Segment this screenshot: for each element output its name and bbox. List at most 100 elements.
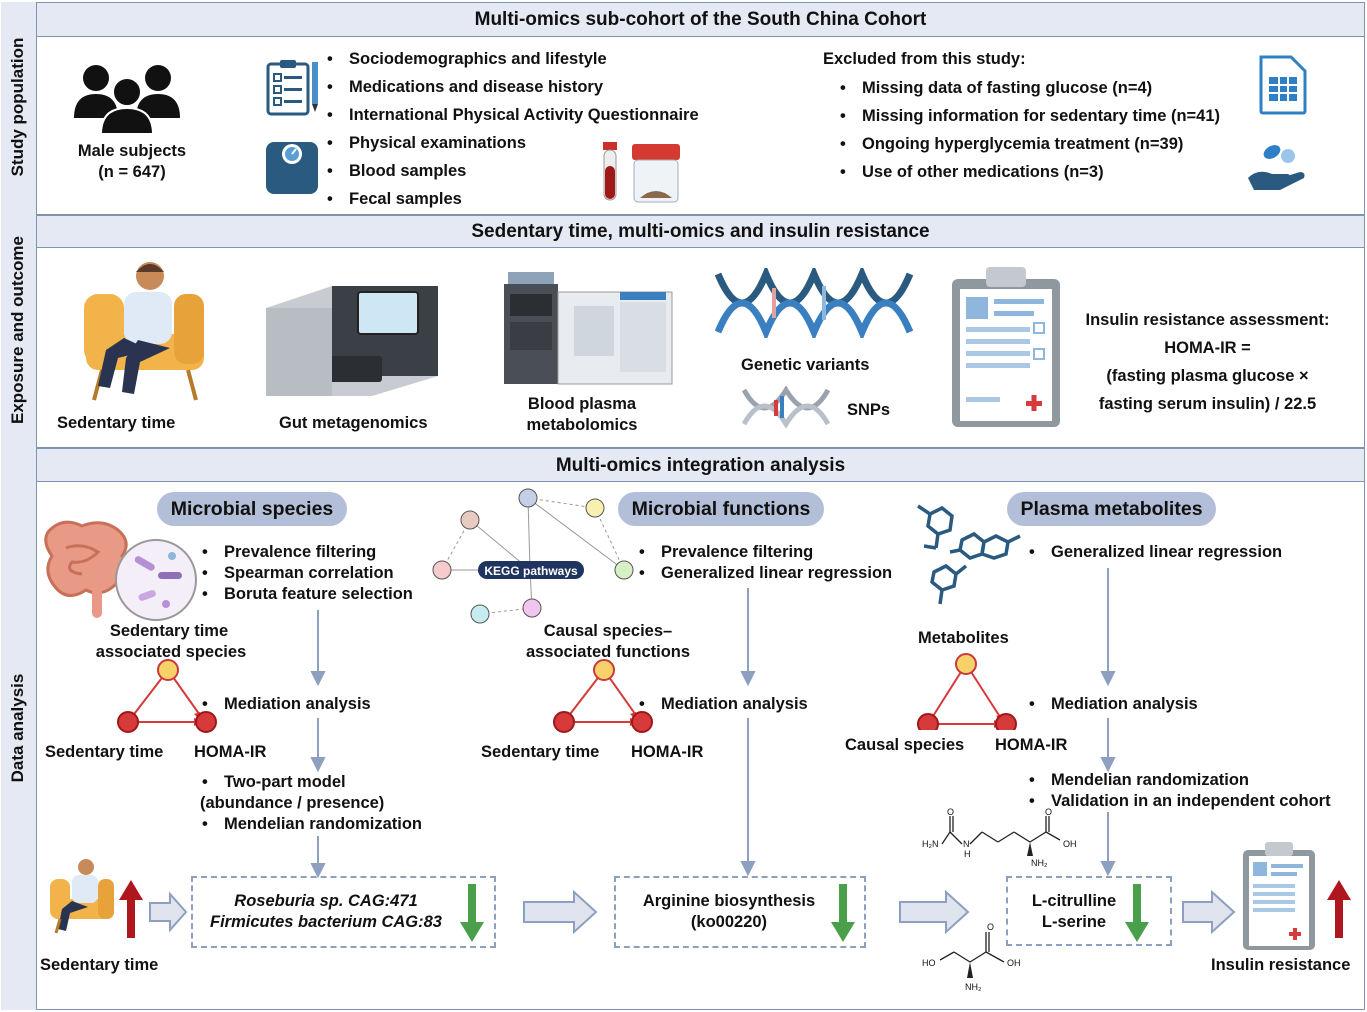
data-item-3: International Physical Activity Question… [325, 106, 699, 125]
data-item-6: Fecal samples [325, 190, 462, 209]
pathway-result-1: Arginine biosynthesis [642, 892, 816, 910]
decrease-arrow-pathway [831, 884, 855, 942]
clipboard-checklist-icon [266, 60, 318, 116]
species-tri-left: Sedentary time [45, 743, 164, 761]
serine-ho: HO [922, 958, 936, 968]
kegg-pathways-label: KEGG pathways [484, 564, 578, 578]
citrulline-nh2: NH₂ [1031, 858, 1048, 868]
ir-assessment-line-1: Insulin resistance assessment: [1085, 311, 1330, 329]
increase-arrow-sedentary [119, 880, 143, 938]
medical-report-clipboard-icon [952, 267, 1060, 427]
metabolites-step-1: Generalized linear regression [1027, 543, 1282, 562]
decrease-arrow-metabolite [1125, 884, 1149, 942]
pathway-result-2: (ko00220) [690, 913, 768, 931]
exposure-outcome-band [1, 215, 37, 448]
microbial-functions-pill: Microbial functions [618, 492, 824, 526]
species-result-1: Roseburia sp. CAG:471 [234, 892, 418, 910]
ir-assessment-line-2: HOMA-IR = [1164, 339, 1251, 357]
functions-mediation: Mediation analysis [637, 695, 808, 714]
citrulline-o-urea: O [947, 807, 955, 817]
data-item-5: Blood samples [325, 162, 466, 181]
species-step-3: Boruta feature selection [200, 585, 413, 604]
fecal-sample-jar-icon [632, 144, 680, 203]
metabolite-molecules-illustration [917, 504, 1021, 605]
causal-species-label-2: associated functions [525, 643, 691, 661]
serine-o: O [987, 922, 995, 932]
analysis-header: Multi-omics integration analysis [37, 449, 1364, 482]
citrulline-n: N [963, 839, 970, 849]
data-item-2: Medications and disease history [325, 78, 603, 97]
species-result-2: Firmicutes bacterium CAG:83 [210, 913, 442, 931]
citrulline-oh: OH [1063, 839, 1077, 849]
kegg-network-illustration [432, 488, 634, 624]
blood-plasma-caption-2: metabolomics [526, 416, 638, 434]
metabolite-result-1: L-citrulline [1031, 892, 1117, 910]
metabolites-label: Metabolites [918, 629, 1009, 647]
study-population-band [1, 2, 37, 215]
metabolites-mediation: Mediation analysis [1027, 695, 1198, 714]
two-part-model-1: Two-part model [200, 773, 346, 792]
species-result-box [191, 876, 496, 948]
metabolite-result-2: L-serine [1041, 913, 1107, 931]
blood-tube-icon [603, 142, 617, 201]
data-analysis-band [1, 448, 37, 1010]
functions-tri-right: HOMA-IR [631, 743, 704, 761]
species-step-1: Prevalence filtering [200, 543, 376, 562]
mediation-triangle-functions [553, 659, 653, 733]
increase-arrow-insulin [1327, 880, 1351, 938]
ir-assessment-line-4: fasting serum insulin) / 22.5 [1098, 395, 1317, 413]
snp-dna-icon [742, 386, 830, 428]
exposure-header: Sedentary time, multi-omics and insulin … [37, 216, 1364, 248]
subjects-count: (n = 647) [98, 163, 166, 181]
citrulline-structure [941, 816, 1061, 856]
snps-caption: SNPs [847, 401, 891, 419]
insulin-resistance-label: Insulin resistance [1211, 956, 1351, 974]
serine-structure [939, 932, 1005, 978]
genetic-variants-caption: Genetic variants [741, 356, 870, 374]
citrulline-o-acid: O [1045, 807, 1053, 817]
dna-helix-icon [714, 268, 914, 338]
small-seated-man-illustration [50, 859, 114, 934]
excluded-item-3: Ongoing hyperglycemia treatment (n=39) [838, 135, 1183, 154]
citrulline-h2n: H₂N [922, 839, 939, 849]
metabolites-final-2: Validation in an independent cohort [1027, 792, 1331, 811]
metabolites-tri-right: HOMA-IR [995, 736, 1068, 754]
people-icon [74, 65, 180, 135]
flow-sedentary-label: Sedentary time [40, 956, 159, 974]
metabolites-final-1: Mendelian randomization [1027, 771, 1249, 790]
causal-species-label-1: Causal species– [543, 622, 673, 640]
species-mediation: Mediation analysis [200, 695, 371, 714]
sedentary-time-caption: Sedentary time [57, 414, 176, 432]
serine-nh2: NH₂ [965, 982, 982, 992]
plasma-metabolites-pill: Plasma metabolites [1007, 492, 1216, 526]
sequencer-machine-illustration [266, 286, 438, 396]
two-part-model-2: (abundance / presence) [200, 794, 385, 812]
mediation-triangle-species [117, 659, 217, 733]
intestine-bacteria-illustration [44, 520, 197, 621]
population-header: Multi-omics sub-cohort of the South Chin… [37, 3, 1364, 37]
seated-man-illustration [84, 262, 204, 401]
excluded-item-1: Missing data of fasting glucose (n=4) [838, 79, 1152, 98]
functions-step-1: Prevalence filtering [637, 543, 813, 562]
serine-oh: OH [1007, 958, 1021, 968]
mediation-triangle-metabolites [917, 653, 1017, 730]
spreadsheet-document-icon [1259, 55, 1307, 115]
species-tri-right: HOMA-IR [194, 743, 267, 761]
blood-plasma-caption-1: Blood plasma [527, 395, 637, 413]
functions-tri-left: Sedentary time [481, 743, 600, 761]
subjects-label: Male subjects [77, 142, 187, 160]
medication-hand-icon [1248, 145, 1305, 190]
pathway-result-box [614, 876, 866, 948]
data-item-4: Physical examinations [325, 134, 526, 153]
citrulline-h: H [964, 849, 971, 859]
functions-step-2: Generalized linear regression [637, 564, 892, 583]
metabolites-tri-left: Causal species [845, 736, 965, 754]
species-assoc-label-2: associated species [95, 643, 247, 661]
species-step-2: Spearman correlation [200, 564, 394, 583]
excluded-item-2: Missing information for sedentary time (… [838, 107, 1220, 126]
small-report-clipboard-icon [1243, 842, 1315, 950]
scale-icon [266, 142, 318, 194]
species-mr: Mendelian randomization [200, 815, 422, 834]
ir-assessment-line-3: (fasting plasma glucose × [1106, 367, 1309, 385]
